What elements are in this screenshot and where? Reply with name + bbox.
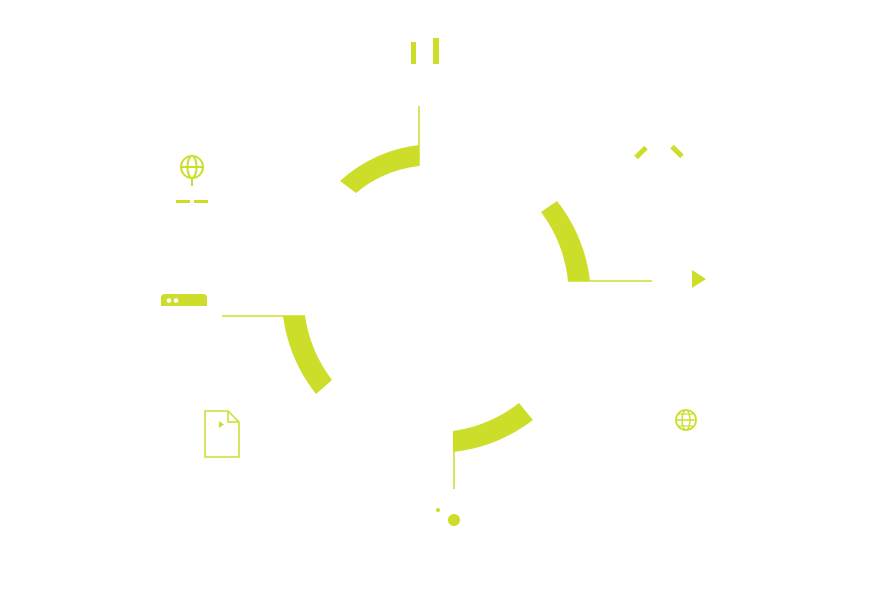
right-arc — [541, 201, 590, 281]
left-arc — [283, 316, 332, 394]
globe-icon — [675, 409, 697, 431]
video-file-icon — [204, 410, 240, 458]
ring — [283, 145, 590, 452]
pause-icon — [411, 38, 439, 64]
network-globe-icon — [176, 155, 208, 203]
play-icon — [692, 270, 706, 288]
dot-icon — [436, 508, 460, 526]
bottom-right-arc — [453, 403, 533, 452]
top-left-arc — [340, 145, 419, 193]
tools-icon — [634, 144, 684, 160]
connectors — [222, 106, 652, 489]
browser-window-icon — [161, 294, 207, 306]
